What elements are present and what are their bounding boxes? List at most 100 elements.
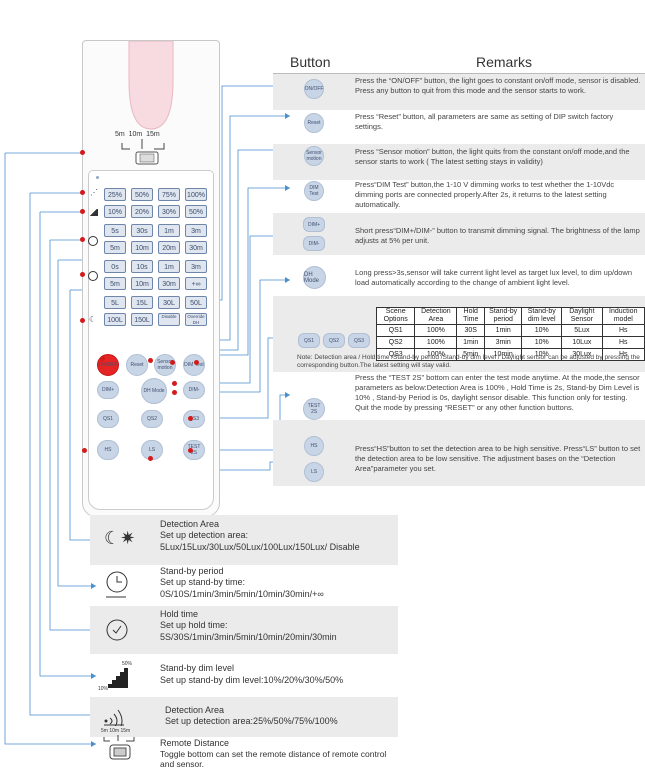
- setting-button-0-3[interactable]: 100%: [185, 188, 207, 201]
- daylight-sensor-icon: ☾✷: [104, 528, 136, 548]
- scene-options-table: Scene Options Detection Area Hold Time S…: [375, 307, 645, 361]
- scene-cell: 1min: [456, 336, 486, 349]
- setting-button-4-2[interactable]: 1m: [158, 260, 180, 273]
- dim-plus-button[interactable]: DIM+: [97, 381, 119, 399]
- setting-button-2-0[interactable]: 5s: [104, 224, 126, 237]
- setting-button-3-2[interactable]: 20m: [158, 241, 180, 254]
- qs1-icon: QS1: [298, 333, 320, 348]
- scene-cell: 5Lux: [561, 324, 603, 337]
- qs3-button[interactable]: QS3: [183, 410, 205, 428]
- setting-button-5-3[interactable]: +∞: [185, 277, 207, 290]
- dot-qs: [188, 416, 193, 421]
- qs2-button[interactable]: QS2: [141, 410, 163, 428]
- scene-table-header: Scene Options Detection Area Hold Time S…: [375, 307, 645, 325]
- scene-cell: 10%: [521, 324, 563, 337]
- row-hs-ls: [273, 420, 645, 486]
- dim-test-icon-label: DIM Test: [309, 185, 319, 197]
- dot-dh: [172, 390, 177, 395]
- setting-button-4-0[interactable]: 0s: [104, 260, 126, 273]
- setting-button-0-0[interactable]: 25%: [104, 188, 126, 201]
- setting-button-5-0[interactable]: 5m: [104, 277, 126, 290]
- scene-cell: QS3: [375, 348, 416, 361]
- scene-cell: 100%: [414, 324, 458, 337]
- row-on-off: [273, 74, 645, 110]
- distance-10m: 10m: [128, 131, 143, 138]
- legend-area-sub: Set up detection area:25%/50%/75%/100%: [165, 716, 338, 726]
- setting-button-0-1[interactable]: 50%: [131, 188, 153, 201]
- setting-button-6-3[interactable]: 50L: [185, 296, 207, 309]
- setting-button-3-3[interactable]: 30m: [185, 241, 207, 254]
- setting-button-5-1[interactable]: 10m: [131, 277, 153, 290]
- distance-switch-icon[interactable]: [120, 139, 174, 169]
- test-2s-label: TEST 2S: [187, 444, 201, 456]
- setting-button-6-2[interactable]: 30L: [158, 296, 180, 309]
- remark-dim-plus-minus: Short press“DIM+/DIM-” button to transmi…: [355, 226, 640, 245]
- setting-button-7-0[interactable]: 100L: [104, 313, 126, 326]
- legend-hold-values: 5S/30S/1min/3min/5min/10min/20min/30min: [160, 632, 337, 642]
- setting-button-4-3[interactable]: 3m: [185, 260, 207, 273]
- dot-ls: [148, 456, 153, 461]
- remark-hs-ls: Press“HS”button to set the detection are…: [355, 444, 641, 473]
- dh-mode-button[interactable]: DH Mode: [141, 378, 167, 404]
- header-divider: [273, 73, 645, 74]
- scene-cell: 10Lux: [561, 336, 603, 349]
- setting-button-7-2[interactable]: Disable: [158, 313, 180, 326]
- remote-antenna-tip: [128, 41, 174, 130]
- setting-button-6-0[interactable]: 5L: [104, 296, 126, 309]
- column-header-remarks: Remarks: [476, 54, 533, 70]
- setting-button-3-0[interactable]: 5m: [104, 241, 126, 254]
- test-2s-button[interactable]: TEST 2S: [183, 440, 205, 460]
- hold-time-clock-icon: [88, 236, 98, 246]
- standby-clock-icon: [88, 271, 98, 281]
- setting-button-5-2[interactable]: 30m: [158, 277, 180, 290]
- legend-distance-15m: 15m: [120, 728, 131, 734]
- setting-button-6-1[interactable]: 15L: [131, 296, 153, 309]
- qs1-button[interactable]: QS1: [97, 410, 119, 428]
- legend-detection-lux-sub: Set up detection area:: [160, 530, 249, 540]
- sensor-motion-icon-label: Sensor motion: [306, 150, 322, 162]
- dim-minus-button[interactable]: DIM-: [183, 381, 205, 399]
- setting-button-1-0[interactable]: 10%: [104, 205, 126, 218]
- hs-button[interactable]: HS: [97, 440, 119, 460]
- reset-icon-label: Reset: [307, 120, 321, 126]
- dim-minus-icon: DIM-: [303, 236, 325, 251]
- th-scene: Scene Options: [375, 307, 416, 325]
- remark-test-2s: Press the “TEST 2S” bottom can enter the…: [355, 373, 640, 412]
- setting-button-7-3[interactable]: Override DH: [185, 313, 207, 326]
- on-off-icon-label: ON/OFF: [304, 86, 324, 92]
- reset-label: Reset: [130, 362, 144, 368]
- qs2-icon-label: QS2: [328, 337, 339, 344]
- scene-note: Note: Detection area / Hold time /Stand-…: [297, 354, 640, 369]
- setting-button-0-2[interactable]: 75%: [158, 188, 180, 201]
- reset-button[interactable]: Reset: [126, 354, 148, 376]
- column-header-button: Button: [290, 54, 331, 70]
- dim-test-button[interactable]: DIM Test: [183, 354, 205, 376]
- setting-button-1-2[interactable]: 30%: [158, 205, 180, 218]
- setting-button-2-3[interactable]: 3m: [185, 224, 207, 237]
- remark-reset: Press “Reset” button, all parameters are…: [355, 112, 614, 131]
- legend-hold-title: Hold time: [160, 609, 199, 619]
- scene-cell: Hs: [601, 348, 645, 361]
- legend-row-detection-lux: [90, 515, 398, 565]
- dot-standby: [80, 272, 85, 277]
- setting-button-2-1[interactable]: 30s: [131, 224, 153, 237]
- ls-label: LS: [148, 447, 156, 453]
- legend-row-detection-area: [90, 697, 398, 737]
- setting-button-3-1[interactable]: 10m: [131, 241, 153, 254]
- dot-dim: [80, 209, 85, 214]
- setting-button-7-1[interactable]: 150L: [131, 313, 153, 326]
- scene-cell: 1min: [484, 324, 523, 337]
- dot-dimplus: [172, 381, 177, 386]
- sensor-motion-button[interactable]: Sensor motion: [154, 354, 176, 376]
- qs2-icon: QS2: [323, 333, 345, 348]
- legend-distance-5m: 5m: [101, 728, 108, 734]
- hold-time-clock-legend-icon: [106, 619, 128, 641]
- setting-button-2-2[interactable]: 1m: [158, 224, 180, 237]
- row-sensor-motion: [273, 144, 645, 180]
- setting-button-4-1[interactable]: 10s: [131, 260, 153, 273]
- qs1-label: QS1: [102, 416, 113, 422]
- setting-button-1-3[interactable]: 50%: [185, 205, 207, 218]
- setting-button-1-1[interactable]: 20%: [131, 205, 153, 218]
